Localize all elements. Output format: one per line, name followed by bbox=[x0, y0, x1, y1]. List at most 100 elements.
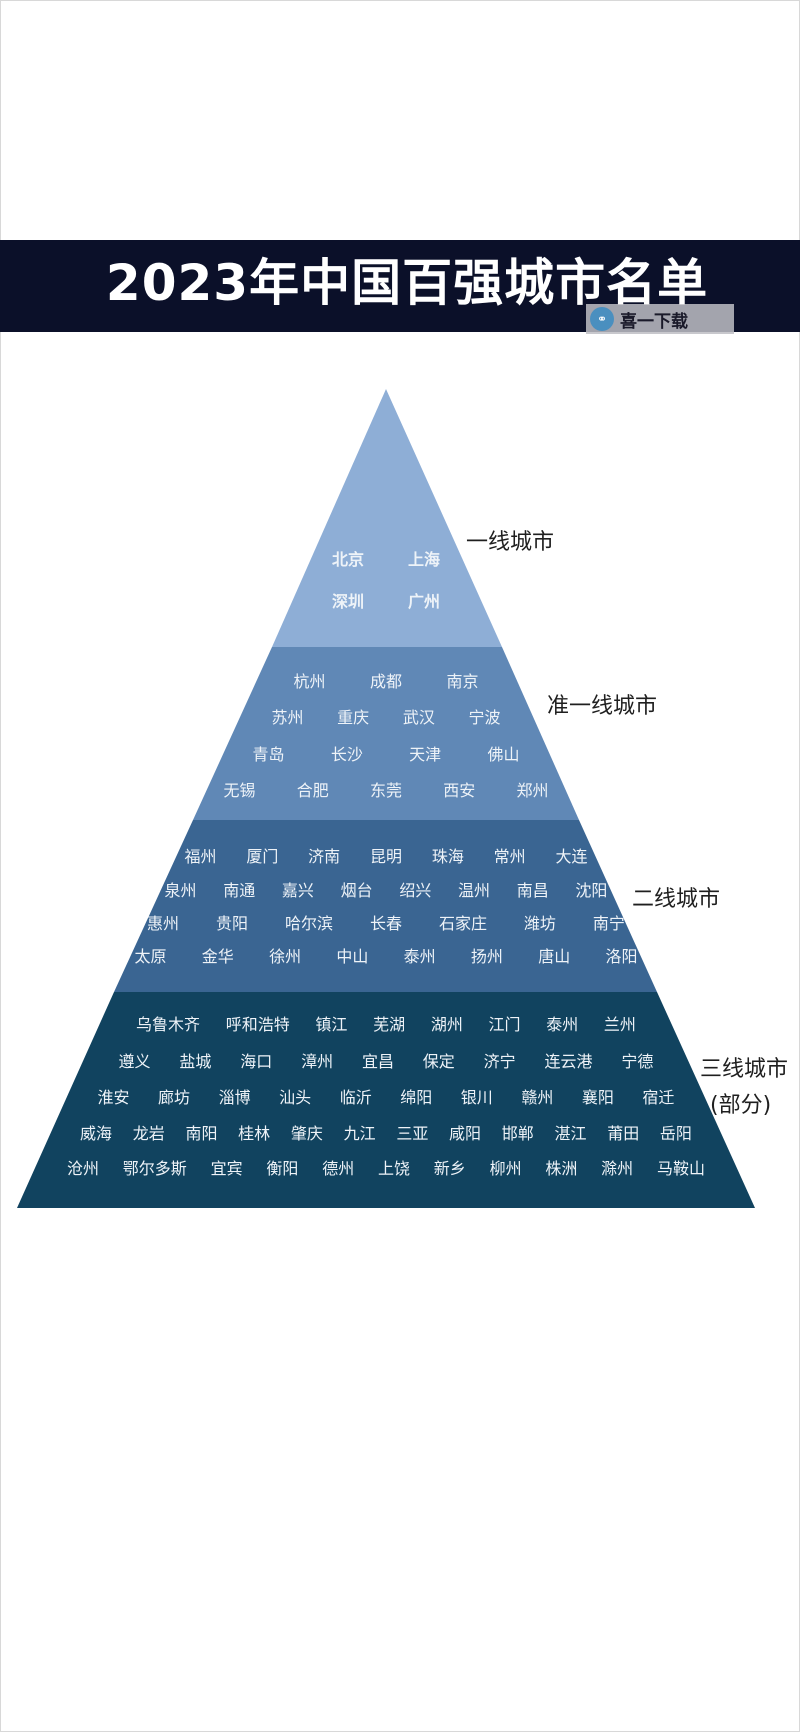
city-name: 鄂尔多斯 bbox=[122, 1159, 187, 1178]
city-name: 中山 bbox=[336, 947, 369, 966]
city-name: 保定 bbox=[422, 1052, 455, 1071]
city-name: 南京 bbox=[446, 672, 479, 691]
city-name: 湛江 bbox=[554, 1124, 587, 1143]
city-name: 盐城 bbox=[179, 1052, 212, 1071]
city-name: 泰州 bbox=[403, 947, 436, 966]
city-name: 桂林 bbox=[238, 1124, 271, 1143]
page-title: 2023年中国百强城市名单 bbox=[105, 254, 709, 312]
city-name: 苏州 bbox=[271, 708, 304, 727]
tier-4-shape bbox=[17, 992, 755, 1208]
watermark: ⚭ 喜一下载 bbox=[586, 304, 734, 334]
city-name: 昆明 bbox=[369, 847, 402, 866]
city-row: 乌鲁木齐呼和浩特镇江芜湖湖州江门泰州兰州 bbox=[136, 1015, 636, 1035]
city-name: 太原 bbox=[134, 947, 167, 966]
tier-1-label: 一线城市 bbox=[466, 530, 555, 555]
city-name: 绍兴 bbox=[399, 881, 432, 900]
city-name: 汕头 bbox=[279, 1088, 312, 1107]
city-row: 深圳 广州 bbox=[332, 592, 440, 612]
city-row: 威海龙岩南阳桂林肇庆九江三亚咸阳邯郸湛江莆田岳阳 bbox=[80, 1124, 692, 1144]
city-name: 洛阳 bbox=[605, 947, 638, 966]
city-name: 潍坊 bbox=[523, 914, 556, 933]
city-name: 芜湖 bbox=[373, 1015, 406, 1034]
city-name: 海口 bbox=[240, 1052, 273, 1071]
city-name: 贵阳 bbox=[215, 914, 248, 933]
city-name: 衡阳 bbox=[266, 1159, 299, 1178]
city-name: 镇江 bbox=[315, 1015, 348, 1034]
city-name: 马鞍山 bbox=[656, 1159, 705, 1178]
city-name: 武汉 bbox=[402, 708, 435, 727]
city-name: 宜宾 bbox=[210, 1159, 243, 1178]
city-row: 青岛 长沙 天津 佛山 bbox=[253, 745, 520, 765]
city-name: 滁州 bbox=[601, 1159, 634, 1178]
city-name: 东莞 bbox=[369, 781, 402, 800]
city-name: 邯郸 bbox=[501, 1124, 534, 1143]
city-name: 泰州 bbox=[546, 1015, 579, 1034]
tier-4-sublabel: (部分) bbox=[710, 1093, 772, 1118]
city-name: 成都 bbox=[369, 672, 402, 691]
city-name: 三亚 bbox=[396, 1124, 429, 1143]
watermark-text: 喜一下载 bbox=[620, 311, 688, 332]
city-name: 厦门 bbox=[246, 847, 279, 866]
city-name: 连云港 bbox=[544, 1052, 593, 1071]
city-name: 岳阳 bbox=[659, 1124, 692, 1143]
city-name: 南通 bbox=[223, 881, 256, 900]
city-row: 苏州重庆武汉宁波 bbox=[272, 708, 501, 728]
city-name: 常州 bbox=[493, 847, 526, 866]
city-row: 惠州贵阳哈尔滨长春石家庄潍坊南宁 bbox=[147, 914, 625, 934]
city-name: 宁波 bbox=[468, 708, 501, 727]
city-name: 宜昌 bbox=[361, 1052, 394, 1071]
city-name: 徐州 bbox=[269, 947, 302, 966]
city-name: 肇庆 bbox=[290, 1124, 323, 1143]
city-name: 济南 bbox=[308, 847, 341, 866]
city-name: 佛山 bbox=[487, 745, 520, 764]
city-name: 新乡 bbox=[433, 1159, 466, 1178]
city-name: 廊坊 bbox=[158, 1088, 191, 1107]
city-name: 青岛 bbox=[252, 745, 285, 764]
city-row: 淮安廊坊淄博汕头临沂绵阳银川赣州襄阳宿迁 bbox=[98, 1088, 675, 1108]
city-name: 咸阳 bbox=[449, 1124, 482, 1143]
tier-3-label: 二线城市 bbox=[632, 887, 721, 912]
city-row: 北京上海 bbox=[332, 550, 440, 570]
city-name: 南昌 bbox=[516, 881, 549, 900]
city-name: 珠海 bbox=[431, 847, 464, 866]
city-name: 西安 bbox=[443, 781, 476, 800]
city-name: 威海 bbox=[80, 1124, 113, 1143]
tier-4-label: 三线城市 bbox=[700, 1057, 789, 1082]
city-name: 遵义 bbox=[118, 1052, 151, 1071]
city-name: 龙岩 bbox=[132, 1124, 165, 1143]
city-name: 扬州 bbox=[470, 947, 503, 966]
city-name: 嘉兴 bbox=[281, 881, 314, 900]
tier-1-shape bbox=[272, 389, 502, 647]
city-name: 石家庄 bbox=[438, 914, 487, 933]
city-name: 江门 bbox=[488, 1015, 521, 1034]
city-name: 长春 bbox=[369, 914, 402, 933]
city-name: 淮安 bbox=[97, 1088, 130, 1107]
logo-icon: ⚭ bbox=[590, 307, 614, 331]
city-name: 沧州 bbox=[67, 1159, 100, 1178]
city-name: 兰州 bbox=[603, 1015, 636, 1034]
city-row: 太原 金华 徐州 中山 泰州 扬州 唐山 洛阳 bbox=[135, 947, 638, 967]
city-name: 长沙 bbox=[330, 745, 363, 764]
city-name: 临沂 bbox=[339, 1088, 372, 1107]
city-name: 唐山 bbox=[538, 947, 571, 966]
city-name: 深圳 bbox=[332, 592, 365, 611]
city-name: 九江 bbox=[343, 1124, 376, 1143]
city-row: 遵义盐城海口漳州宜昌保定济宁连云港宁德 bbox=[119, 1052, 654, 1072]
city-name: 济宁 bbox=[483, 1052, 516, 1071]
city-name: 杭州 bbox=[293, 672, 326, 691]
city-name: 银川 bbox=[460, 1088, 493, 1107]
city-name: 惠州 bbox=[147, 914, 180, 933]
city-name: 上海 bbox=[407, 550, 440, 569]
city-name: 金华 bbox=[201, 947, 234, 966]
tier-2-label: 准一线城市 bbox=[547, 694, 658, 719]
city-name: 广州 bbox=[407, 592, 440, 611]
city-row: 沧州鄂尔多斯宜宾衡阳德州上饶新乡柳州株洲滁州马鞍山 bbox=[67, 1159, 705, 1179]
city-name: 柳州 bbox=[489, 1159, 522, 1178]
city-name: 南阳 bbox=[185, 1124, 218, 1143]
city-name: 天津 bbox=[409, 745, 442, 764]
city-name: 漳州 bbox=[301, 1052, 334, 1071]
city-name: 福州 bbox=[184, 847, 217, 866]
city-name: 无锡 bbox=[223, 781, 256, 800]
city-name: 德州 bbox=[322, 1159, 355, 1178]
